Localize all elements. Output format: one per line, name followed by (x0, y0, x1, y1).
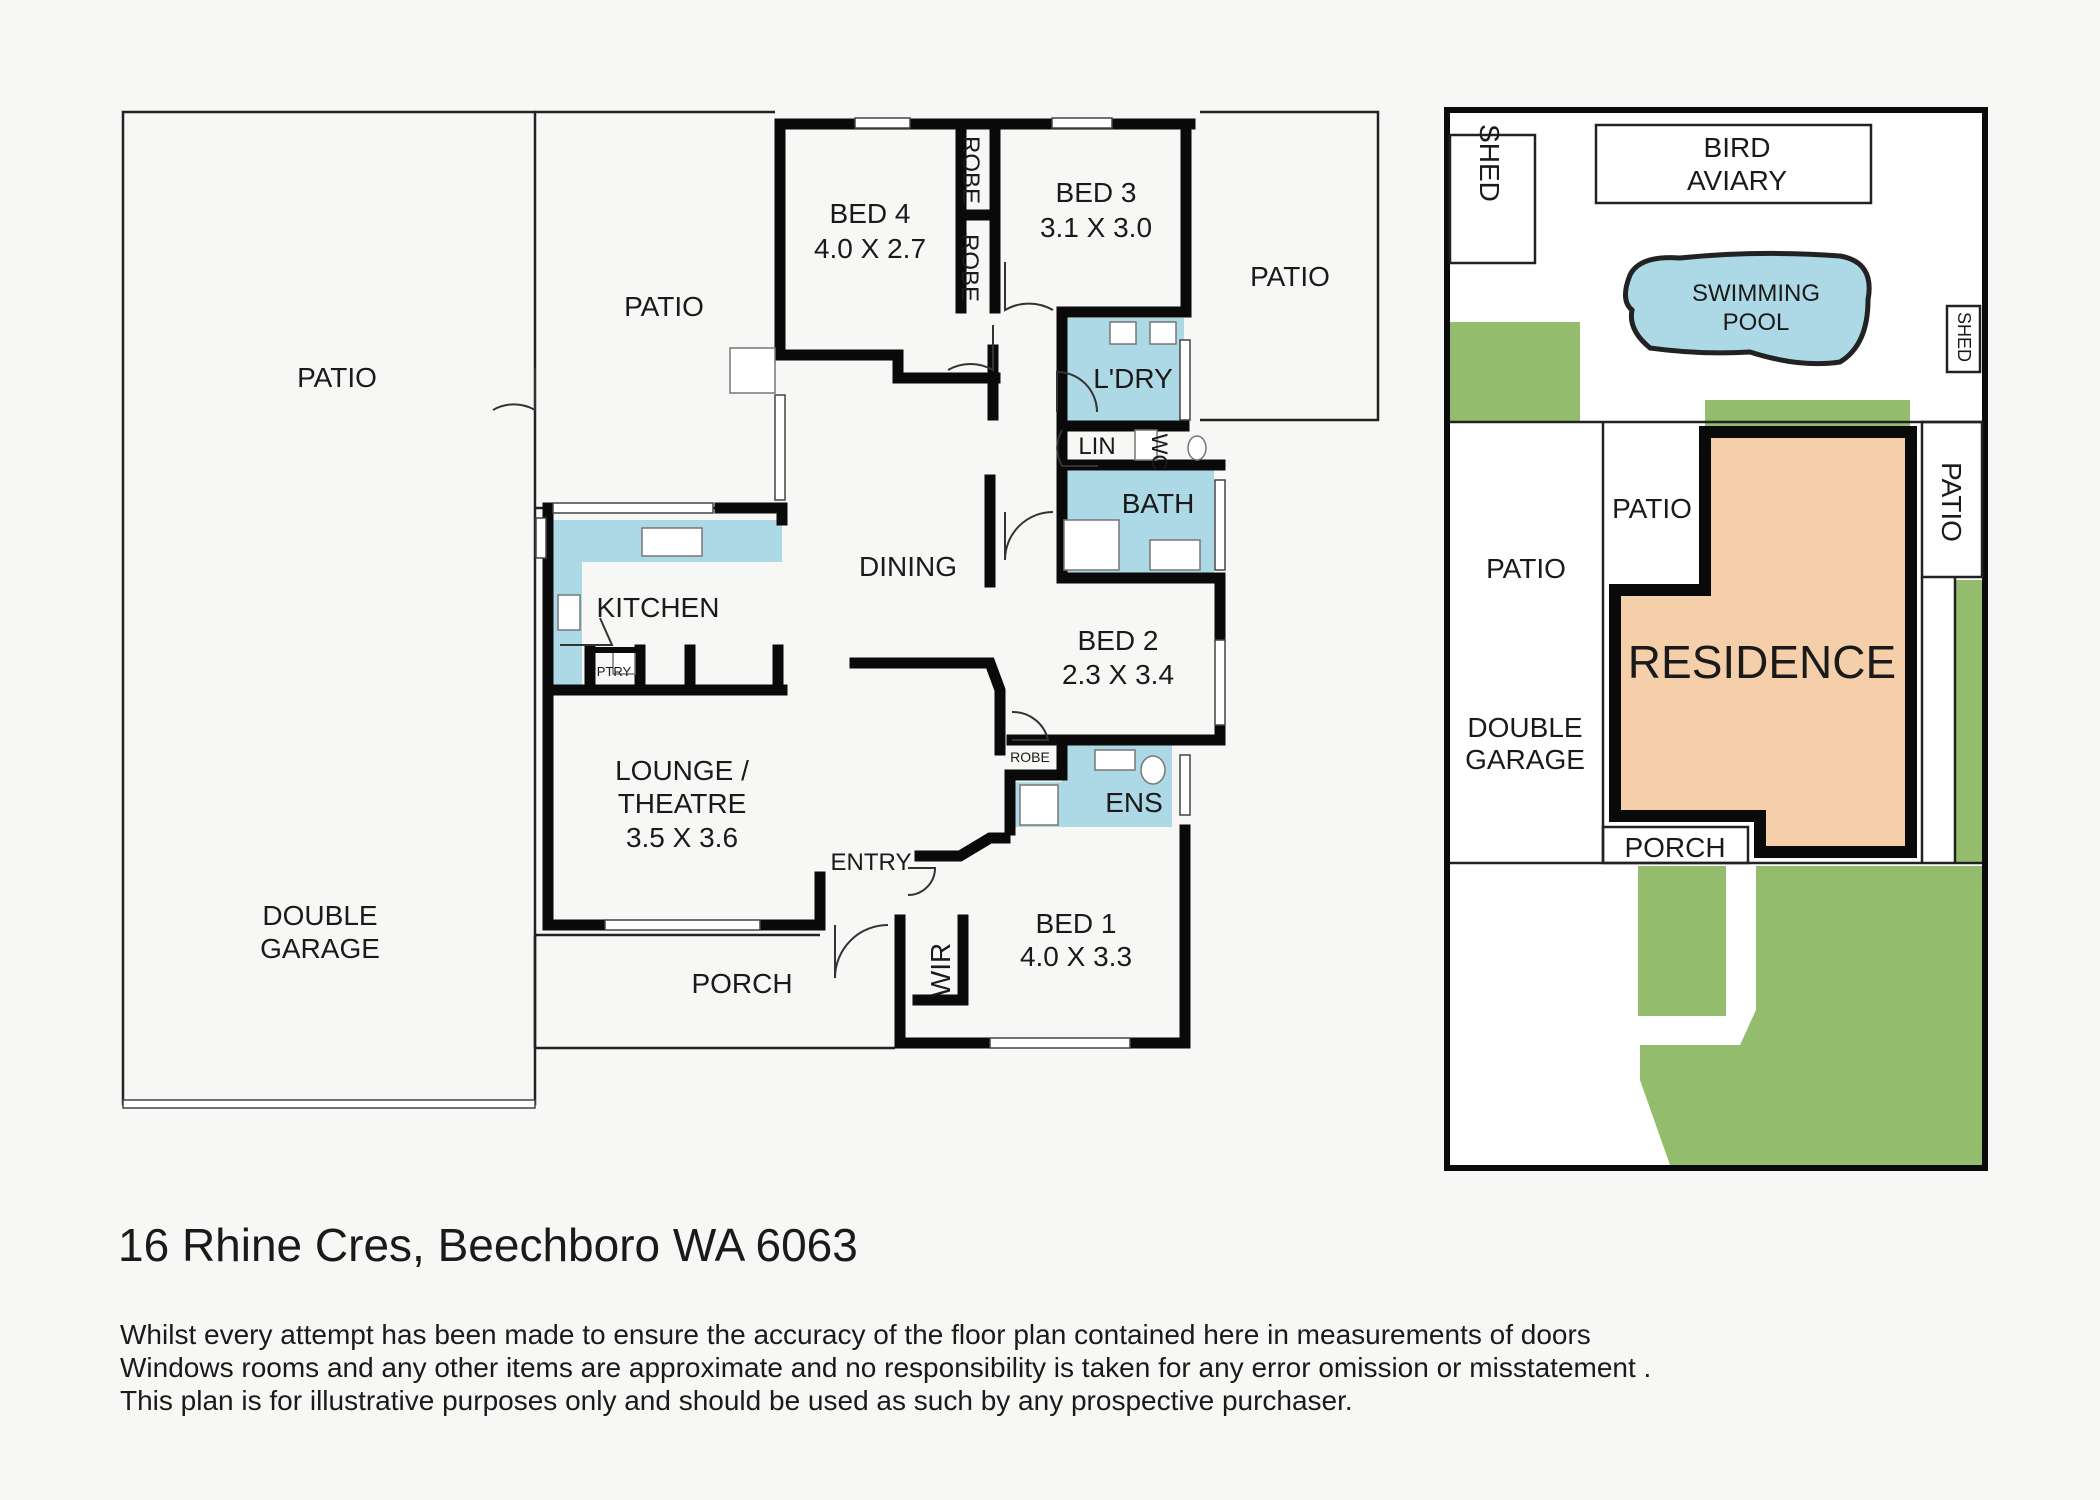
lin-label: LIN (1078, 433, 1115, 460)
entry-label: ENTRY (831, 849, 912, 876)
fixtures (557, 321, 1207, 826)
bed2-label: BED 2 (1078, 625, 1159, 656)
laundry-label: L'DRY (1093, 363, 1173, 394)
bed2-size: 2.3 X 3.4 (1062, 659, 1174, 690)
bed1-label: BED 1 (1036, 908, 1117, 939)
room-labels: PATIO DOUBLE GARAGE PATIO BED 4 4.0 X 2.… (260, 136, 1330, 999)
swimming-pool-label-line1: SWIMMING (1692, 280, 1820, 307)
ens-label: ENS (1105, 787, 1163, 818)
wir-label: WIR (925, 943, 956, 997)
patio-center-label: PATIO (624, 291, 704, 322)
bed4-label: BED 4 (830, 198, 911, 229)
site-patio-left-label: PATIO (1486, 553, 1566, 584)
disclaimer-line-1: Whilst every attempt has been made to en… (120, 1319, 1591, 1350)
site-patio-small-label: PATIO (1612, 493, 1692, 524)
site-plan: BIRD AVIARY SWIMMING POOL PATIO PATIO DO… (1444, 107, 1988, 1171)
robe3-label: ROBE (1010, 749, 1050, 765)
dining-label: DINING (859, 551, 957, 582)
shed-left-label: SHED (1474, 124, 1505, 202)
lounge-size: 3.5 X 3.6 (626, 822, 738, 853)
bed1-size: 4.0 X 3.3 (1020, 941, 1132, 972)
lounge-label-line1: LOUNGE / (615, 755, 749, 786)
swimming-pool-label-line2: POOL (1723, 309, 1790, 336)
bed3-size: 3.1 X 3.0 (1040, 212, 1152, 243)
kitchen-label: KITCHEN (597, 592, 720, 623)
double-garage-label-line1: DOUBLE (262, 900, 377, 931)
residence-shape (1609, 426, 1917, 858)
shed-right-label: SHED (1954, 312, 1974, 362)
site-labels: BIRD AVIARY SWIMMING POOL PATIO PATIO DO… (1465, 124, 1974, 863)
bird-aviary-label-line1: BIRD (1704, 132, 1771, 163)
door-swings (492, 262, 1098, 979)
disclaimer-line-3: This plan is for illustrative purposes o… (120, 1385, 1353, 1416)
site-porch-label: PORCH (1624, 832, 1725, 863)
property-address: 16 Rhine Cres, Beechboro WA 6063 (118, 1219, 858, 1271)
windows (122, 117, 1226, 1109)
patio-right-label: PATIO (1250, 261, 1330, 292)
floor-plan: PATIO DOUBLE GARAGE PATIO BED 4 4.0 X 2.… (121, 110, 1380, 1109)
residence-label: RESIDENCE (1628, 636, 1896, 688)
disclaimer-line-2: Windows rooms and any other items are ap… (120, 1352, 1652, 1383)
site-patio-right-label: PATIO (1936, 462, 1967, 542)
bed4-size: 4.0 X 2.7 (814, 233, 926, 264)
site-double-garage-line1: DOUBLE (1467, 712, 1582, 743)
bath-label: BATH (1122, 488, 1195, 519)
robe2-label: ROBE (956, 234, 983, 302)
swimming-pool-shape (1623, 250, 1872, 367)
site-double-garage-line2: GARAGE (1465, 744, 1585, 775)
wc-label: WC (1147, 434, 1172, 471)
site-outlines (1448, 123, 1984, 865)
double-garage-label-line2: GARAGE (260, 933, 380, 964)
site-grass (1450, 322, 1982, 1165)
robe1-label: ROBE (957, 136, 984, 204)
porch-label: PORCH (691, 968, 792, 999)
bed3-label: BED 3 (1056, 177, 1137, 208)
pantry-label: PTRY (597, 664, 632, 679)
thin-outlines (121, 110, 1380, 1106)
patio-garage-label: PATIO (297, 362, 377, 393)
disclaimer: Whilst every attempt has been made to en… (120, 1318, 2020, 1417)
bird-aviary-label-line2: AVIARY (1687, 165, 1787, 196)
lounge-label-line2: THEATRE (618, 788, 747, 819)
